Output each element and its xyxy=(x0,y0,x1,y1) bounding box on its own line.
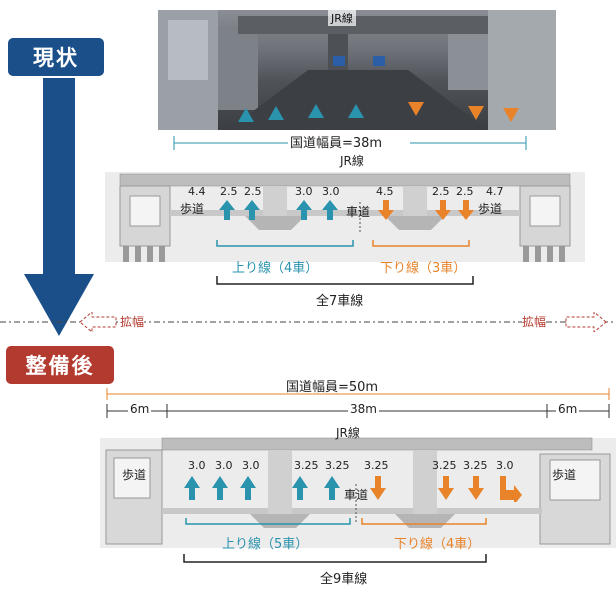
after-up-label: 上り線（5車） xyxy=(222,537,309,552)
current-lane-width: 4.5 xyxy=(376,185,394,198)
current-lane-width: 4.4 xyxy=(188,185,206,198)
after-bus-lane: 車道 xyxy=(344,488,369,502)
up-arrow-icon xyxy=(219,200,338,220)
after-sidewalk-right: 歩道 xyxy=(552,468,577,482)
after-lane-width: 3.0 xyxy=(496,459,514,472)
widen-divider xyxy=(0,312,616,332)
current-total-bracket xyxy=(216,276,474,285)
current-width-dimension xyxy=(173,136,527,150)
after-total: 全9車線 xyxy=(320,572,368,587)
current-section xyxy=(105,172,585,262)
current-lane-width: 3.0 xyxy=(322,185,340,198)
down-arrow-icon xyxy=(378,200,474,220)
after-total-bracket xyxy=(183,554,487,563)
street-photo: JR線 xyxy=(158,10,556,130)
current-road-width: 国道幅員=38m xyxy=(290,136,383,151)
current-lane-width: 3.0 xyxy=(295,185,313,198)
after-lane-width: 3.0 xyxy=(188,459,206,472)
after-down-label: 下り線（4車） xyxy=(394,537,481,552)
current-lane-arrows xyxy=(219,200,474,220)
current-lane-width: 2.5 xyxy=(244,185,262,198)
after-badge: 整備後 xyxy=(6,346,114,384)
up-arrow-icon xyxy=(184,476,340,500)
current-lane-width: 2.5 xyxy=(220,185,238,198)
after-dim-center: 38m xyxy=(348,402,379,416)
after-road-width: 国道幅員=50m xyxy=(286,380,379,395)
after-jr-line: JR線 xyxy=(336,426,360,440)
after-lane-arrows xyxy=(184,476,522,502)
current-sidewalk-left: 歩道 xyxy=(180,202,205,216)
after-lane-width: 3.25 xyxy=(463,459,488,472)
current-lane-width: 4.7 xyxy=(486,185,504,198)
after-dim-left: 6m xyxy=(128,402,152,416)
after-lane-width: 3.25 xyxy=(294,459,319,472)
widen-label-right: 拡幅 xyxy=(522,313,547,330)
current-lane-width: 2.5 xyxy=(456,185,474,198)
current-badge: 現状 xyxy=(8,38,104,76)
current-bus-lane: 車道 xyxy=(346,205,371,219)
after-width-dimension xyxy=(106,388,610,400)
after-lane-width: 3.0 xyxy=(242,459,260,472)
after-sidewalk-left: 歩道 xyxy=(122,468,147,482)
down-arrow-icon xyxy=(370,476,522,502)
widen-label-left: 拡幅 xyxy=(120,313,145,330)
current-up-label: 上り線（4車） xyxy=(232,261,319,276)
after-lane-width: 3.25 xyxy=(364,459,389,472)
after-lane-width: 3.25 xyxy=(325,459,350,472)
after-lane-width: 3.25 xyxy=(432,459,457,472)
current-jr-line: JR線 xyxy=(340,154,364,168)
transition-arrow xyxy=(24,78,94,336)
current-down-label: 下り線（3車） xyxy=(380,261,467,276)
after-section xyxy=(100,437,616,548)
photo-caption: JR線 xyxy=(328,10,356,26)
current-lane-width: 2.5 xyxy=(432,185,450,198)
current-total: 全7車線 xyxy=(316,294,364,309)
after-dim-right: 6m xyxy=(556,402,580,416)
after-lane-width: 3.0 xyxy=(215,459,233,472)
current-sidewalk-right: 歩道 xyxy=(478,202,503,216)
